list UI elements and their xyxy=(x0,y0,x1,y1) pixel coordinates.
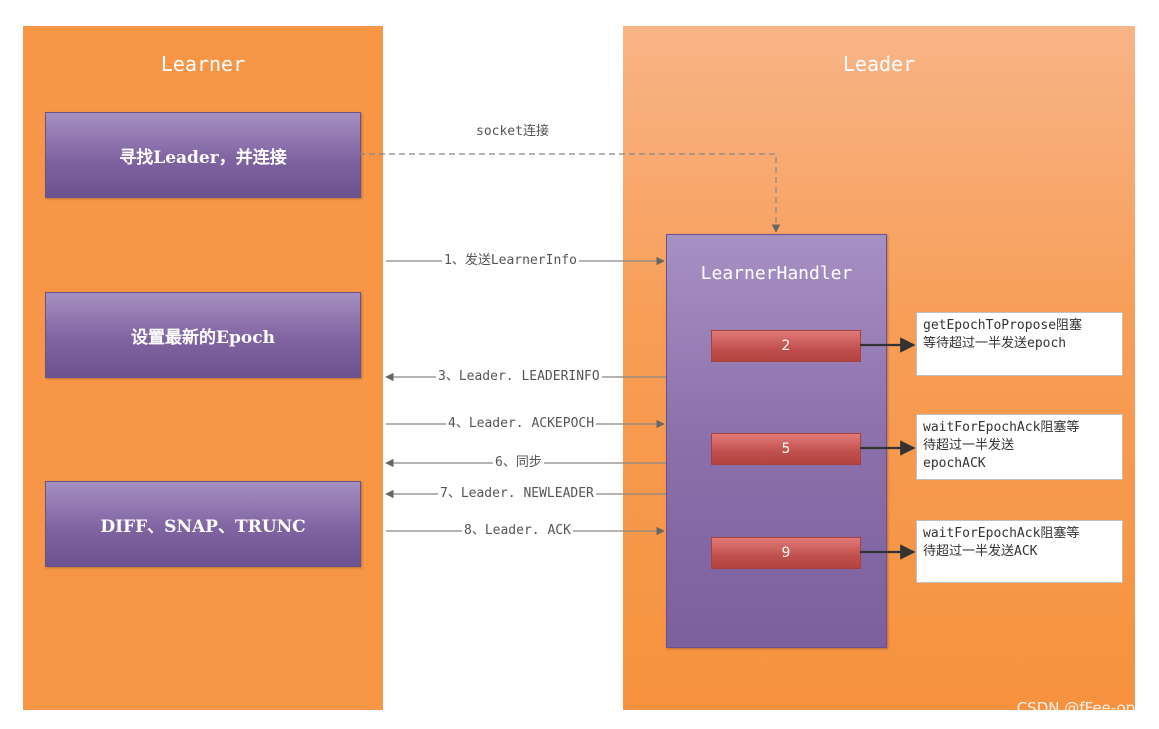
note-step-2-line: 等待超过一半发送epoch xyxy=(923,336,1067,351)
note-step-2-line: getEpochToPropose阻塞 xyxy=(923,318,1083,333)
step-9-label: 9 xyxy=(781,545,791,561)
note-step-5-line: 待超过一半发送 xyxy=(923,438,1015,453)
leader-title: Leader xyxy=(842,52,916,76)
sync-mode-box: DIFF、SNAP、TRUNC xyxy=(45,481,361,567)
message-8-label: 8、Leader. ACK xyxy=(462,523,573,539)
note-step-9-line: waitForEpochAck阻塞等 xyxy=(923,526,1080,541)
message-4-label: 4、Leader. ACKEPOCH xyxy=(446,416,597,432)
step-5-label: 5 xyxy=(781,441,791,457)
sync-mode-label: DIFF、SNAP、TRUNC xyxy=(100,516,306,537)
message-1-label: 1、发送LearnerInfo xyxy=(442,253,579,269)
note-step-9-line: 待超过一半发送ACK xyxy=(923,544,1038,559)
find-leader-box: 寻找Leader，并连接 xyxy=(45,112,361,198)
message-6-label: 6、同步 xyxy=(493,455,544,471)
learner-handler-title: LearnerHandler xyxy=(700,263,853,284)
step-9-box: 9 xyxy=(711,537,861,569)
socket-label: socket连接 xyxy=(476,124,549,139)
message-7-label: 7、Leader. NEWLEADER xyxy=(438,486,596,502)
note-step-2: getEpochToPropose阻塞 等待超过一半发送epoch xyxy=(916,312,1123,376)
step-2-box: 2 xyxy=(711,330,861,362)
learner-title: Learner xyxy=(160,52,246,76)
step-2-label: 2 xyxy=(781,338,791,354)
note-step-5-line: epochACK xyxy=(923,456,986,471)
step-5-box: 5 xyxy=(711,433,861,465)
set-epoch-box: 设置最新的Epoch xyxy=(45,292,361,378)
csdn-watermark: CSDN @fFee-ops xyxy=(1016,699,1143,717)
message-3-label: 3、Leader. LEADERINFO xyxy=(436,369,602,385)
socket-connection-arrow xyxy=(359,153,781,233)
set-epoch-label: 设置最新的Epoch xyxy=(131,327,275,348)
note-step-5: waitForEpochAck阻塞等 待超过一半发送 epochACK xyxy=(916,414,1123,480)
find-leader-label: 寻找Leader，并连接 xyxy=(119,147,287,168)
note-step-9: waitForEpochAck阻塞等 待超过一半发送ACK xyxy=(916,520,1123,583)
note-step-5-line: waitForEpochAck阻塞等 xyxy=(923,420,1080,435)
